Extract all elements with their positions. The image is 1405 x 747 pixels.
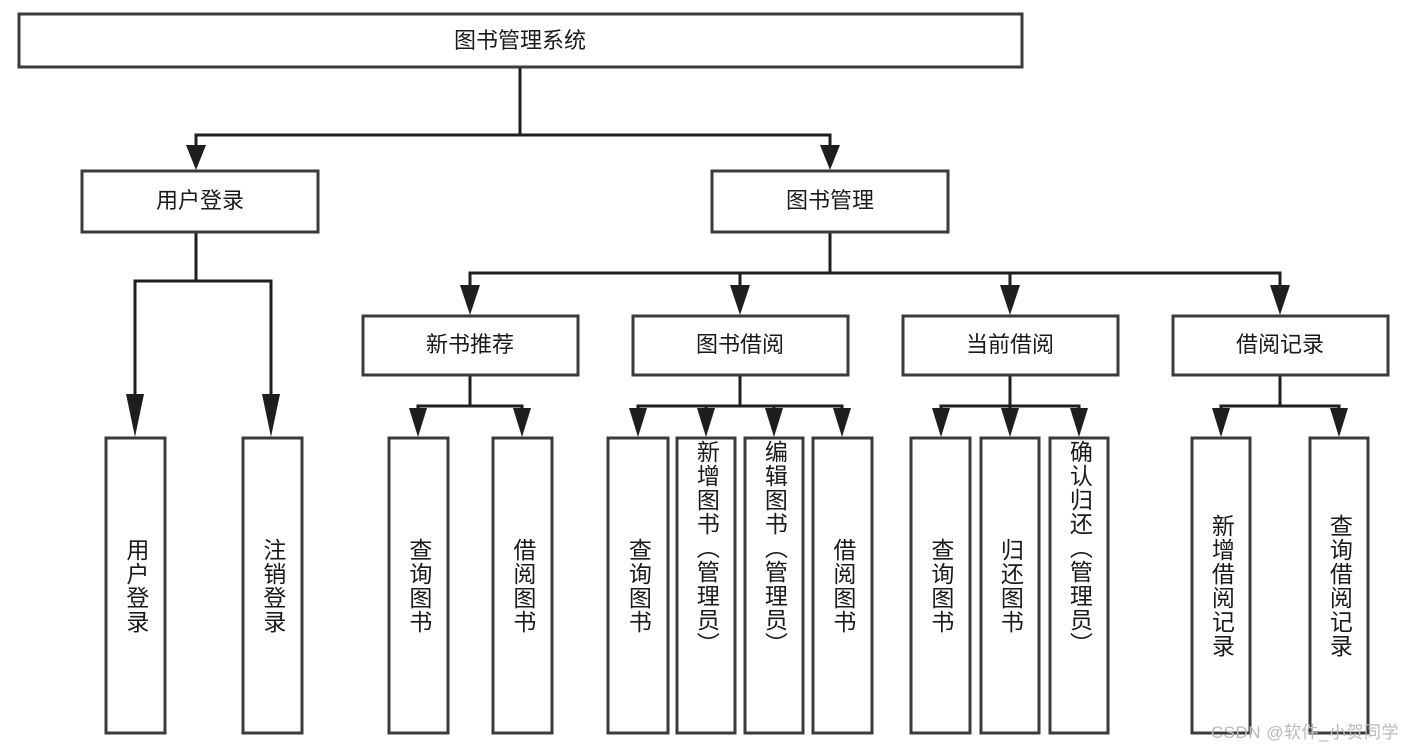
- connector-group-borrow-record: [1212, 373, 1348, 437]
- connector-group-book-mgmt: [460, 230, 1290, 315]
- node-root[interactable]: 图书管理系统: [17, 12, 1024, 69]
- connector-group-current-borrow: [932, 373, 1088, 437]
- node-new-book-recommendation[interactable]: 新书推荐: [361, 314, 580, 377]
- leaf-box-borrow-book-1[interactable]: [491, 436, 554, 735]
- leaf-box-add-borrow-record[interactable]: [1190, 436, 1252, 735]
- leaf-box-logout[interactable]: [241, 436, 304, 735]
- arrow-head-leaf-user-login: [126, 394, 144, 437]
- leaf-box-user-login[interactable]: [104, 436, 167, 735]
- node-borrow-record[interactable]: 借阅记录: [1171, 314, 1390, 377]
- arrow-head-book-borrow: [730, 285, 750, 315]
- arrow-head-leaf-query-book-1: [409, 408, 427, 437]
- node-user-login-box[interactable]: [80, 169, 320, 234]
- leaf-box-return-book[interactable]: [979, 436, 1041, 735]
- node-borrow-record-box[interactable]: [1171, 314, 1390, 377]
- leaf-box-edit-book[interactable]: [743, 436, 805, 735]
- connector-group-new-book-rec: [409, 373, 531, 437]
- node-borrow-record-label: 借阅记录: [1236, 332, 1324, 357]
- arrow-head-leaf-add-record: [1212, 408, 1230, 437]
- leaf-box-query-book-1[interactable]: [387, 436, 450, 735]
- arrow-head-leaf-borrow-book-2: [833, 408, 851, 437]
- leaf-box-confirm-return[interactable]: [1048, 436, 1110, 735]
- arrow-head-leaf-query-book-3: [932, 408, 950, 437]
- node-book-management-label: 图书管理: [786, 188, 874, 213]
- arrow-head-leaf-query-record: [1330, 408, 1348, 437]
- arrow-head-leaf-logout: [262, 394, 280, 437]
- node-root-label: 图书管理系统: [454, 28, 586, 53]
- leaf-box-query-book-2[interactable]: [606, 436, 670, 735]
- arrow-head-leaf-add-book: [697, 408, 715, 437]
- watermark-text: CSDN @软件_小贺同学: [1210, 723, 1399, 742]
- arrow-head-leaf-confirm-return: [1070, 408, 1088, 437]
- connector-group-root: [186, 65, 840, 170]
- node-user-login[interactable]: 用户登录: [80, 169, 320, 234]
- node-current-borrow-label: 当前借阅: [966, 332, 1054, 357]
- leaf-box-query-borrow-record[interactable]: [1308, 436, 1370, 735]
- connector-group-book-borrow: [629, 373, 851, 437]
- leaf-box-query-book-3[interactable]: [909, 436, 972, 735]
- node-new-book-recommendation-box[interactable]: [361, 314, 580, 377]
- arrow-head-user-login: [186, 145, 206, 170]
- node-current-borrow[interactable]: 当前借阅: [901, 314, 1120, 377]
- node-root-box[interactable]: [17, 12, 1024, 69]
- node-book-management-box[interactable]: [710, 169, 950, 234]
- node-current-borrow-box[interactable]: [901, 314, 1120, 377]
- arrow-head-leaf-edit-book: [765, 408, 783, 437]
- arrow-head-current-borrow: [1000, 285, 1020, 315]
- arrow-head-book-mgmt: [820, 145, 840, 170]
- arrow-head-leaf-borrow-book-1: [513, 408, 531, 437]
- node-book-management[interactable]: 图书管理: [710, 169, 950, 234]
- leaf-box-add-book[interactable]: [675, 436, 737, 735]
- arrow-head-leaf-return-book: [1001, 408, 1019, 437]
- node-new-book-recommendation-label: 新书推荐: [426, 332, 514, 357]
- arrow-head-borrow-record: [1270, 285, 1290, 315]
- node-user-login-label: 用户登录: [156, 188, 244, 213]
- arrow-head-leaf-query-book-2: [629, 408, 647, 437]
- connector-group-user-login: [126, 230, 280, 437]
- node-book-borrow-label: 图书借阅: [696, 332, 784, 357]
- arrow-head-new-book-rec: [460, 285, 480, 315]
- node-book-borrow-box[interactable]: [631, 314, 850, 377]
- node-book-borrow[interactable]: 图书借阅: [631, 314, 850, 377]
- leaf-box-borrow-book-2[interactable]: [811, 436, 874, 735]
